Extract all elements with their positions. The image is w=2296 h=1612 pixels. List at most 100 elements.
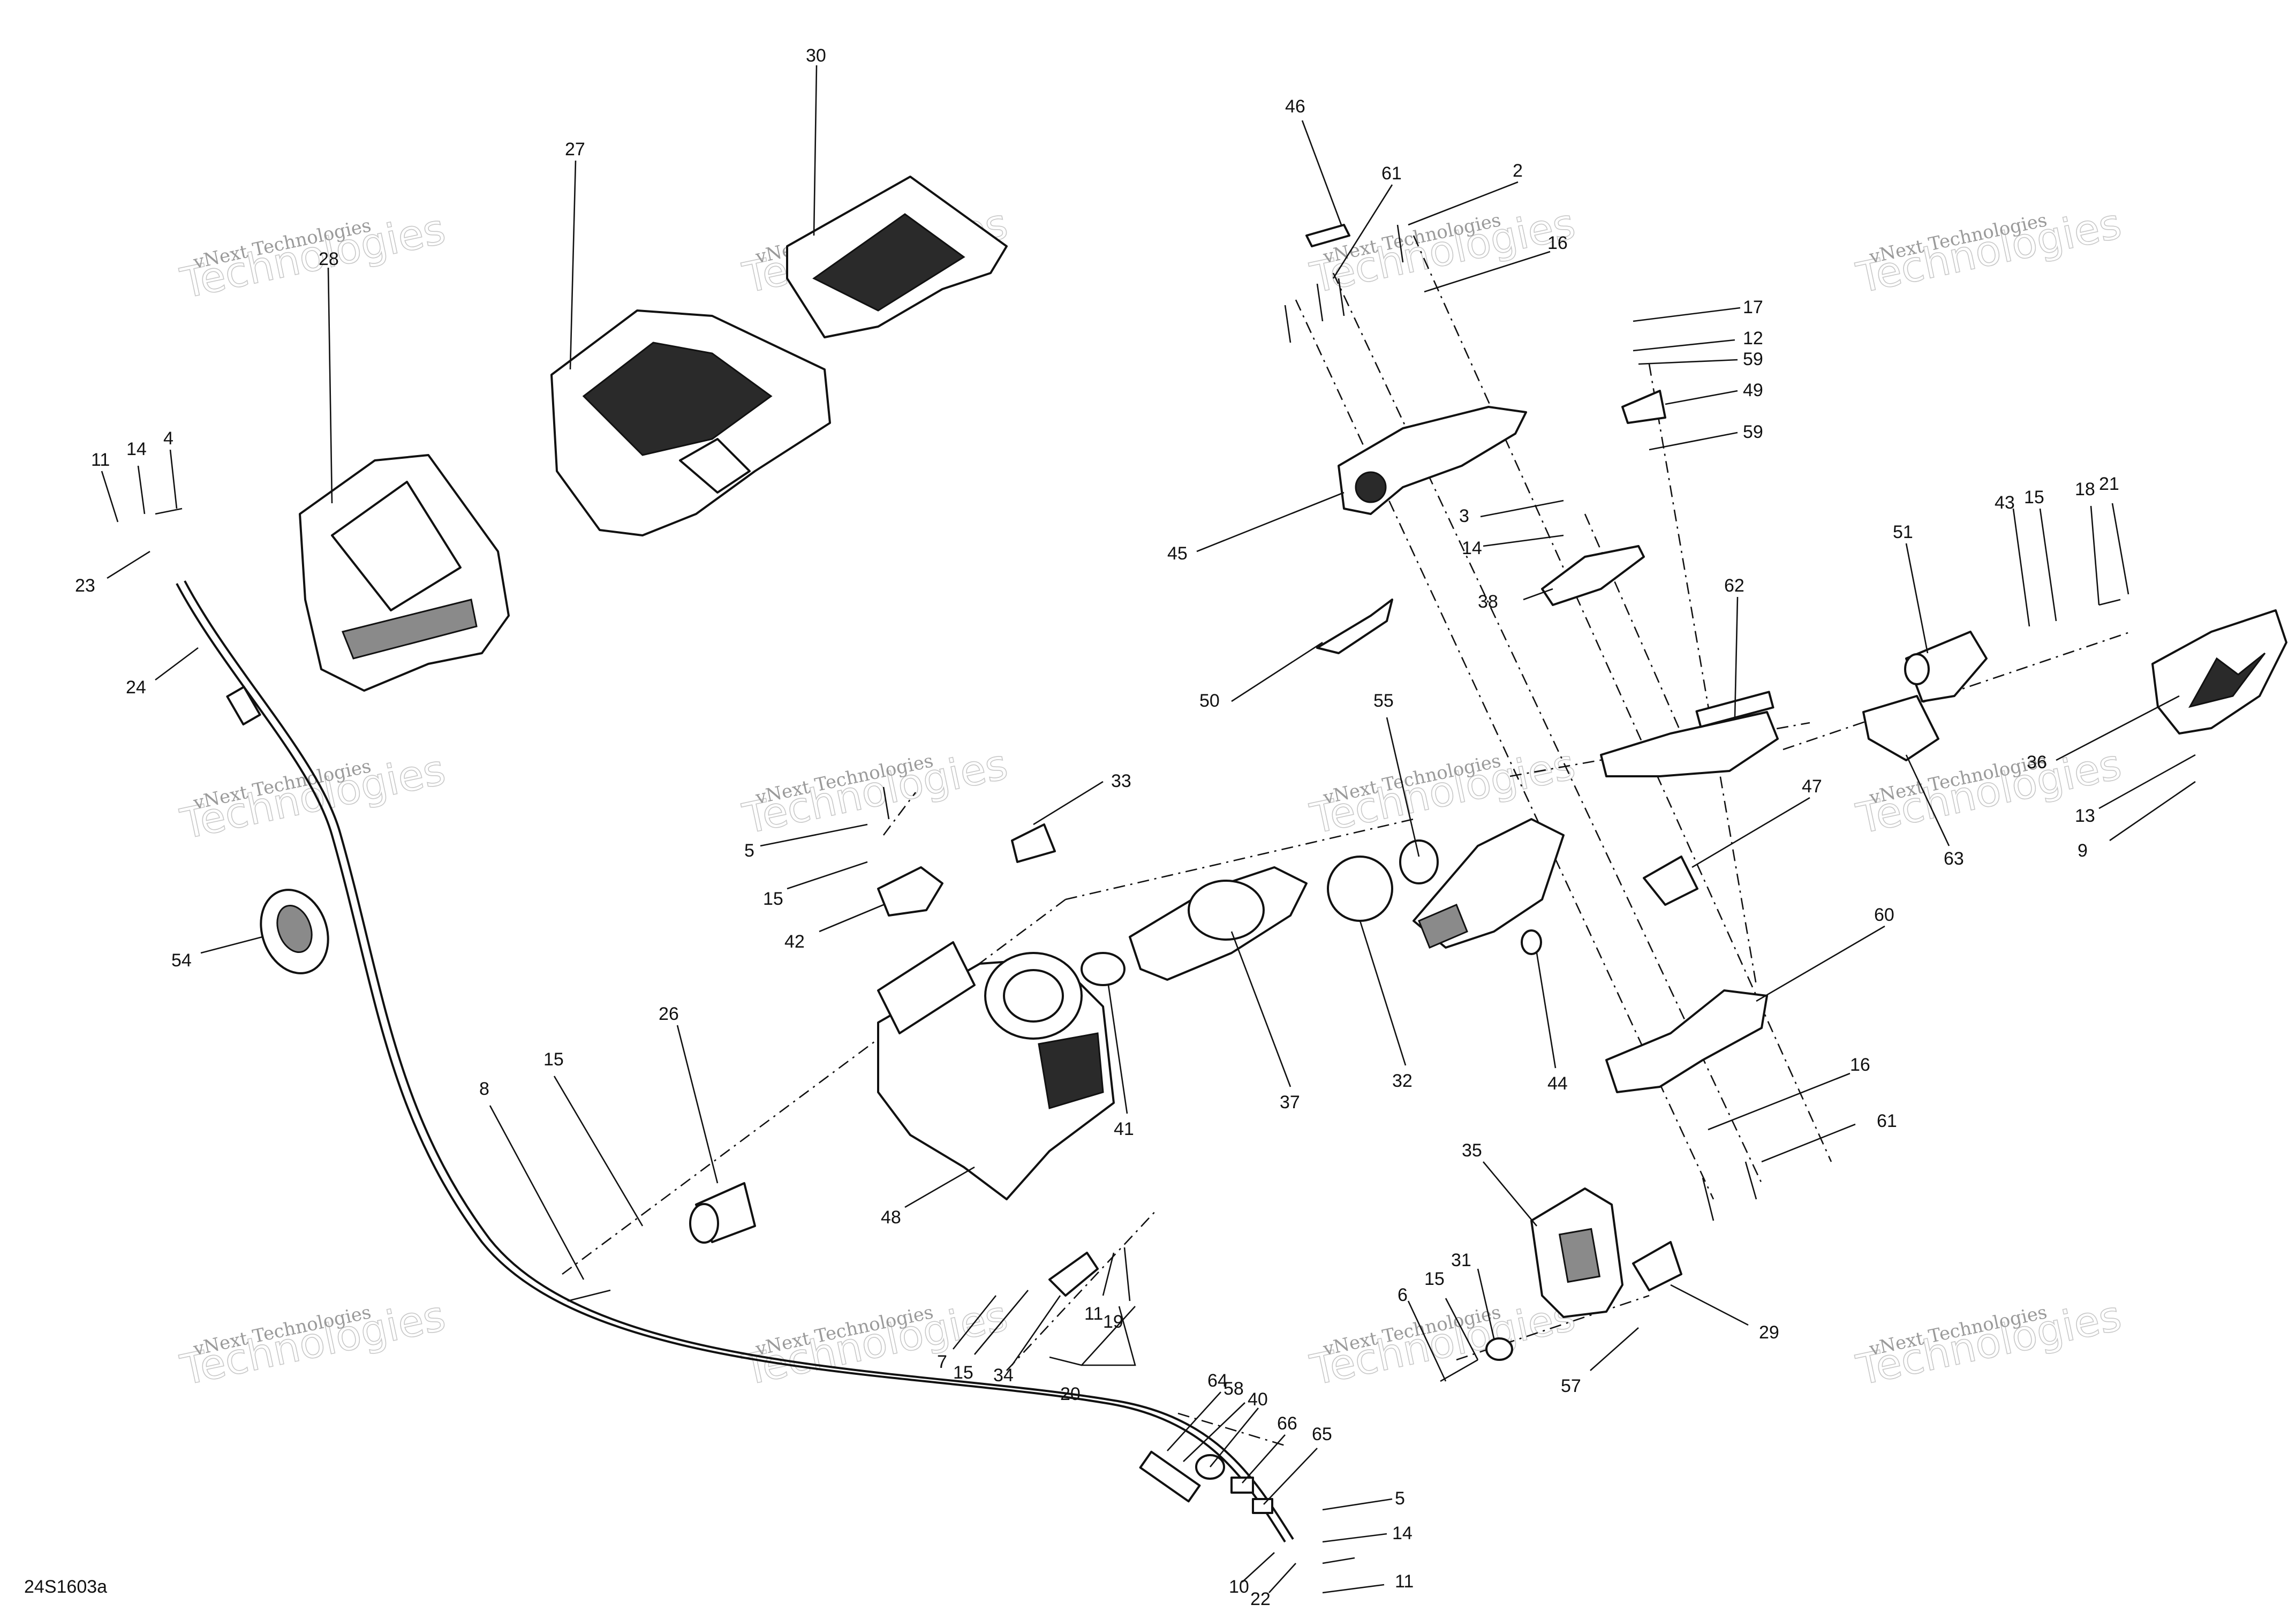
part-26-sleeve: [689, 1182, 756, 1244]
part-38-support: [1541, 545, 1645, 606]
part-60-lower-bracket: [1605, 989, 1768, 1093]
callout-57: 57: [1561, 1376, 1581, 1396]
part-55-washer: [1399, 839, 1439, 884]
callout-36: 36: [2027, 752, 2047, 773]
callout-4: 4: [163, 428, 173, 449]
callout-62: 62: [1724, 576, 1744, 596]
cable-assembly: [176, 580, 1294, 1543]
part-36-handguard: [2151, 609, 2287, 735]
callout-21: 21: [2099, 474, 2119, 494]
callout-15: 15: [763, 889, 783, 909]
part-41-ring: [1081, 952, 1126, 986]
leader-lines: [101, 65, 2196, 1594]
callout-26: 26: [659, 1004, 679, 1024]
part-49-mount: [1621, 390, 1666, 424]
callout-15: 15: [543, 1049, 564, 1070]
callout-5: 5: [1395, 1488, 1405, 1509]
callout-18: 18: [2075, 479, 2095, 500]
callout-8: 8: [479, 1079, 489, 1099]
watermark: Technologies vNext Technologies: [1852, 199, 2126, 303]
cable-end: [1139, 1450, 1201, 1503]
callout-42: 42: [784, 932, 805, 952]
part-29-cap: [1632, 1241, 1682, 1291]
callout-23: 23: [75, 576, 95, 596]
callout-28: 28: [319, 249, 339, 269]
callout-13: 13: [2075, 806, 2095, 826]
callout-29: 29: [1759, 1322, 1779, 1343]
part-34-lever: [1048, 1252, 1099, 1297]
part-47-clip: [1643, 856, 1698, 906]
callout-27: 27: [565, 139, 585, 160]
part-30-upper-cover: [786, 176, 1008, 338]
callout-11: 11: [1084, 1304, 1103, 1324]
part-35-block: [1530, 1187, 1623, 1318]
part-46-clip: [1305, 224, 1350, 247]
part-48-housing: [877, 941, 1115, 1200]
callout-10: 10: [1229, 1577, 1249, 1597]
callout-55: 55: [1373, 691, 1394, 711]
callout-37: 37: [1280, 1092, 1300, 1112]
part-62-shaft: [1600, 691, 1779, 777]
callout-66: 66: [1277, 1413, 1297, 1434]
callout-3: 3: [1459, 506, 1469, 526]
cable-ferrule: [226, 686, 261, 725]
part-65-cap: [1252, 1498, 1273, 1514]
callout-45: 45: [1167, 543, 1188, 564]
callout-15: 15: [953, 1363, 973, 1383]
part-28-front-cover: [299, 454, 510, 692]
callout-16: 16: [1547, 233, 1568, 253]
callout-47: 47: [1802, 776, 1822, 797]
figure-code: 24S1603a: [24, 1577, 107, 1597]
callout-44: 44: [1547, 1073, 1568, 1094]
callout-31: 31: [1451, 1250, 1471, 1270]
part-switch-assembly: [1413, 818, 1565, 949]
part-27-shroud: [550, 309, 831, 536]
callout-14: 14: [126, 439, 147, 459]
callout-50: 50: [1199, 691, 1220, 711]
callout-2: 2: [1513, 161, 1523, 181]
callout-60: 60: [1874, 905, 1894, 925]
watermark-layer: Technologies vNext Technologies Technolo…: [176, 199, 2126, 1395]
part-51-boot: [1904, 631, 1988, 702]
watermark: Technologies vNext Technologies: [176, 745, 450, 849]
callout-9: 9: [2078, 841, 2088, 861]
callout-40: 40: [1248, 1389, 1268, 1410]
watermark: Technologies vNext Technologies: [738, 740, 1012, 844]
callout-11: 11: [1395, 1571, 1414, 1592]
callout-65: 65: [1312, 1424, 1332, 1444]
callout-33: 33: [1111, 771, 1131, 791]
callout-58: 58: [1223, 1379, 1244, 1399]
callout-19: 19: [1103, 1312, 1123, 1332]
callout-54: 54: [171, 950, 192, 971]
part-37-body: [1129, 866, 1308, 981]
callout-59: 59: [1743, 422, 1763, 442]
callout-11: 11: [91, 450, 110, 470]
part-45-bracket: [1338, 406, 1527, 515]
callout-5: 5: [744, 841, 754, 861]
callout-7: 7: [937, 1352, 947, 1372]
callout-63: 63: [1944, 849, 1964, 869]
callout-20: 20: [1060, 1384, 1081, 1404]
callout-61: 61: [1877, 1111, 1897, 1131]
callout-59: 59: [1743, 349, 1763, 369]
callout-64: 64: [1207, 1371, 1228, 1391]
callout-51: 51: [1893, 522, 1913, 542]
watermark: Technologies vNext Technologies: [176, 205, 450, 308]
callout-12: 12: [1743, 328, 1763, 349]
watermark: Technologies vNext Technologies: [1306, 1291, 1580, 1395]
part-54-grommet: [260, 889, 329, 974]
callout-14: 14: [1392, 1523, 1413, 1543]
callout-15: 15: [1424, 1269, 1445, 1289]
part-31-nut: [1485, 1337, 1513, 1361]
callout-17: 17: [1743, 297, 1763, 317]
callout-15: 15: [2024, 487, 2044, 508]
part-33-tab: [1011, 823, 1056, 863]
callout-34: 34: [993, 1365, 1014, 1386]
callout-22: 22: [1250, 1589, 1271, 1609]
fasteners: [155, 224, 2121, 1564]
callout-35: 35: [1462, 1140, 1482, 1161]
watermark: Technologies vNext Technologies: [176, 1291, 450, 1395]
callout-24: 24: [126, 677, 146, 698]
part-66-sleeve: [1230, 1477, 1254, 1494]
part-63-cover: [1862, 695, 1939, 761]
